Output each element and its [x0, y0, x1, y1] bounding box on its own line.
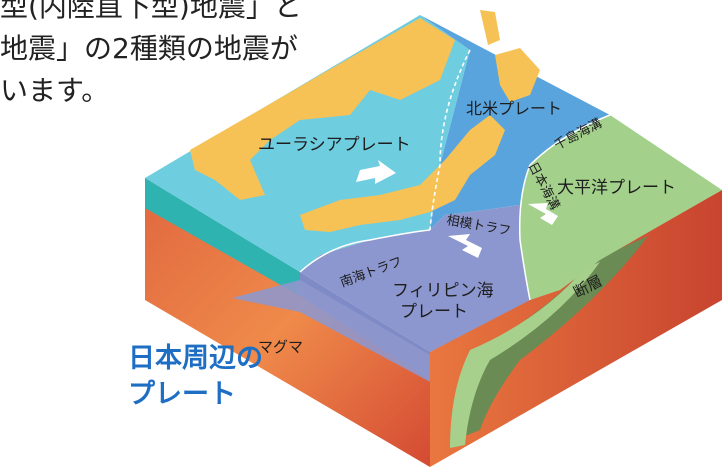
- philippine-plate-label-line2: プレート: [400, 302, 468, 322]
- pacific-motion-arrow: [528, 203, 558, 225]
- boundary-pacific: [518, 114, 611, 301]
- fault-band: [455, 236, 648, 440]
- eurasian-plate-edge: [145, 178, 300, 296]
- philippine-motion-arrow: [448, 234, 482, 258]
- hokkaido-island: [495, 48, 540, 102]
- caption-line-2: プレート: [128, 379, 236, 410]
- philippine-plate-label-line1: フィリピン海: [392, 281, 494, 301]
- mantle-right-face: [430, 190, 722, 467]
- magma-label: マグマ: [258, 338, 303, 356]
- intro-line-1: 型(内陸直下型)地震」と: [0, 0, 302, 23]
- boundary-philippine: [299, 229, 431, 273]
- philippine-sea-plate: [300, 205, 530, 352]
- diagram-caption: 日本周辺の プレート: [128, 341, 263, 413]
- boundary-eurasian-northamerican: [429, 49, 471, 231]
- japan-islands: [300, 115, 505, 232]
- asian-continent: [190, 18, 455, 200]
- intro-line-3: います。: [0, 74, 110, 107]
- intro-line-2: 地震」の2種類の地震が: [0, 32, 298, 65]
- north-american-plate-label: 北米プレート: [466, 99, 562, 118]
- sakhalin-island: [480, 10, 500, 45]
- mantle-left-face: [145, 178, 430, 467]
- eurasian-plate-label: ユーラシアプレート: [258, 135, 411, 155]
- oceanic-crust-band: [450, 262, 600, 448]
- intro-text: 型(内陸直下型)地震」と 地震」の2種類の地震が います。: [0, 0, 420, 112]
- caption-line-1: 日本周辺の: [128, 343, 263, 374]
- pacific-plate: [520, 115, 722, 300]
- eurasian-motion-arrow: [356, 160, 396, 184]
- pacific-plate-label: 大平洋プレート: [557, 178, 676, 198]
- subducting-slab: [232, 280, 430, 382]
